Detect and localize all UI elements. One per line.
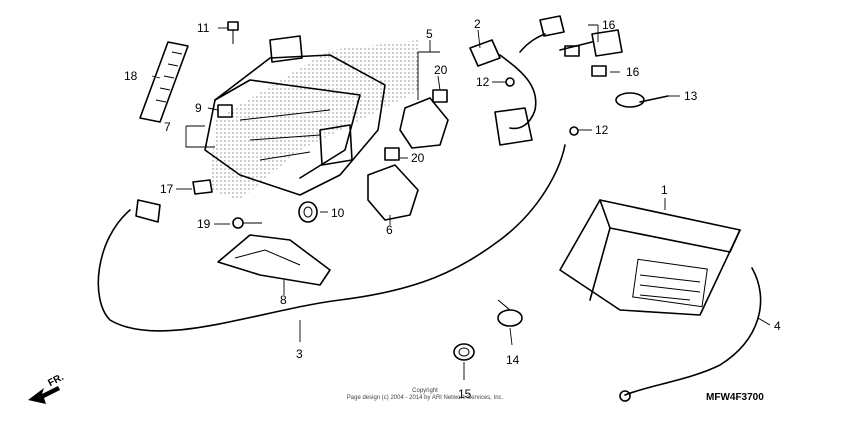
callout-1: 1 [661,183,668,197]
callout-7: 7 [164,120,171,134]
copyright-line-1: Copyright [412,388,438,394]
diagram-code: MFW4F3700 [706,392,764,403]
callout-16-b: 16 [626,65,640,79]
callout-10: 10 [331,206,345,220]
cable-part-3[interactable] [97,144,566,332]
connector-part-16-b[interactable] [591,65,607,77]
callout-20-a: 20 [434,63,448,77]
battery-box-part[interactable] [204,35,386,196]
terminal-part-4[interactable] [619,390,631,402]
callout-2: 2 [474,17,481,31]
callout-12-a: 12 [476,75,490,89]
leader-lines [151,24,771,380]
cable-end-part-3[interactable] [135,199,161,223]
harness-part-2[interactable] [469,15,623,146]
connector-part-16-a[interactable] [564,45,580,57]
callout-14: 14 [506,353,520,367]
callout-20-b: 20 [411,151,425,165]
callout-6: 6 [386,223,393,237]
front-arrow-icon [28,386,60,404]
relay-part-6[interactable] [367,164,419,221]
battery-strap-part[interactable] [139,41,189,123]
tie-strap-part-13[interactable] [615,92,669,108]
callout-12-b: 12 [595,123,609,137]
callout-13: 13 [684,89,698,103]
callout-11: 11 [197,21,210,35]
clamp-part-15[interactable] [453,343,475,361]
callout-15: 15 [458,387,472,401]
clamp-part-14[interactable] [497,299,523,327]
grommet-part-10[interactable] [298,201,318,223]
battery-part-1[interactable] [559,199,741,316]
bolt-part-12-b[interactable] [569,126,579,136]
nut-part-17[interactable] [192,179,213,195]
callout-3: 3 [296,347,303,361]
callout-18: 18 [124,69,138,83]
relay-part-5[interactable] [399,97,449,149]
bracket-part-8[interactable] [217,234,331,286]
callout-9: 9 [195,101,202,115]
callout-19: 19 [197,217,211,231]
bolt-part-11[interactable] [227,21,239,44]
bolt-part-19[interactable] [232,217,262,229]
cable-part-4[interactable] [624,267,762,396]
callout-5: 5 [426,27,433,41]
copyright-line-2: Page design (c) 2004 - 2014 by ARI Netwo… [346,395,504,401]
copyright-notice: Copyright Page design (c) 2004 - 2014 by… [300,388,550,402]
cushion-part-20-a[interactable] [432,89,448,103]
clip-part-9[interactable] [217,104,233,118]
callout-8: 8 [280,293,287,307]
callout-16-a: 16 [602,18,616,32]
cushion-part-20-b[interactable] [384,147,400,161]
callout-4: 4 [774,319,781,333]
callout-17: 17 [160,182,174,196]
bolt-part-12-a[interactable] [505,77,515,87]
